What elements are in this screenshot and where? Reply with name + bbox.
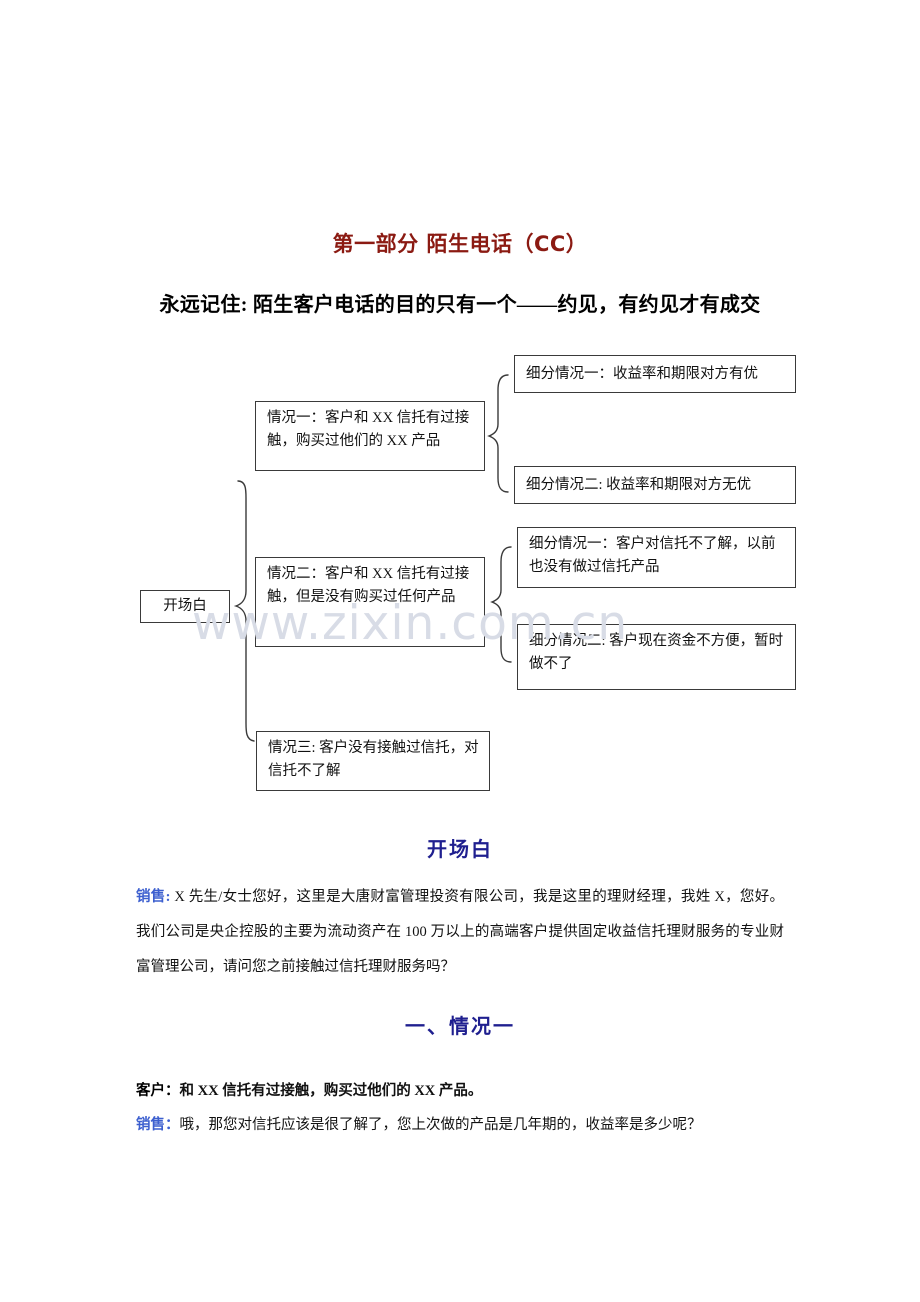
speech-text: X 先生/女士您好，这里是大唐财富管理投资有限公司，我是这里的理财经理，我姓 X… (136, 889, 784, 976)
speech-text: 哦，那您对信托应该是很了解了，您上次做的产品是几年期的，收益率是多少呢？ (179, 1117, 702, 1133)
brace-case-2 (490, 546, 512, 663)
speech-text: 和 XX 信托有过接触，购买过他们的 XX 产品。 (179, 1083, 483, 1099)
diagram-node-sub-2-1: 细分情况一：客户对信托不了解，以前也没有做过信托产品 (517, 527, 796, 588)
diagram-node-case-3: 情况三: 客户没有接触过信托，对信托不了解 (256, 731, 490, 791)
diagram-node-sub-1-2: 细分情况二: 收益率和期限对方无优 (514, 466, 796, 504)
paragraph-opening-script: 销售: X 先生/女士您好，这里是大唐财富管理投资有限公司，我是这里的理财经理，… (136, 880, 784, 985)
diagram-node-sub-2-2: 细分情况二: 客户现在资金不方便，暂时做不了 (517, 624, 796, 690)
brace-root (233, 480, 255, 742)
brace-case-1 (487, 374, 509, 493)
page-subtitle: 永远记住: 陌生客户电话的目的只有一个——约见，有约见才有成交 (159, 294, 761, 316)
section-heading-case-one: 一、情况一 (405, 1014, 515, 1038)
diagram-node-case-2: 情况二：客户和 XX 信托有过接触，但是没有购买过任何产品 (255, 557, 485, 647)
page-title: 第一部分 陌生电话（CC） (332, 232, 588, 256)
speaker-label-customer: 客户： (136, 1083, 180, 1099)
diagram-node-case-1: 情况一：客户和 XX 信托有过接触，购买过他们的 XX 产品 (255, 401, 485, 471)
diagram-node-sub-1-1: 细分情况一：收益率和期限对方有优 (514, 355, 796, 393)
section-heading-kaichangbai: 开场白 (427, 837, 493, 861)
diagram-node-root: 开场白 (140, 590, 230, 623)
speaker-label-sales: 销售: (136, 889, 171, 905)
speaker-label-sales: 销售： (136, 1117, 180, 1133)
paragraph-customer-line: 客户：和 XX 信托有过接触，购买过他们的 XX 产品。 (136, 1078, 784, 1106)
paragraph-sales-line: 销售：哦，那您对信托应该是很了解了，您上次做的产品是几年期的，收益率是多少呢？ (136, 1112, 784, 1140)
